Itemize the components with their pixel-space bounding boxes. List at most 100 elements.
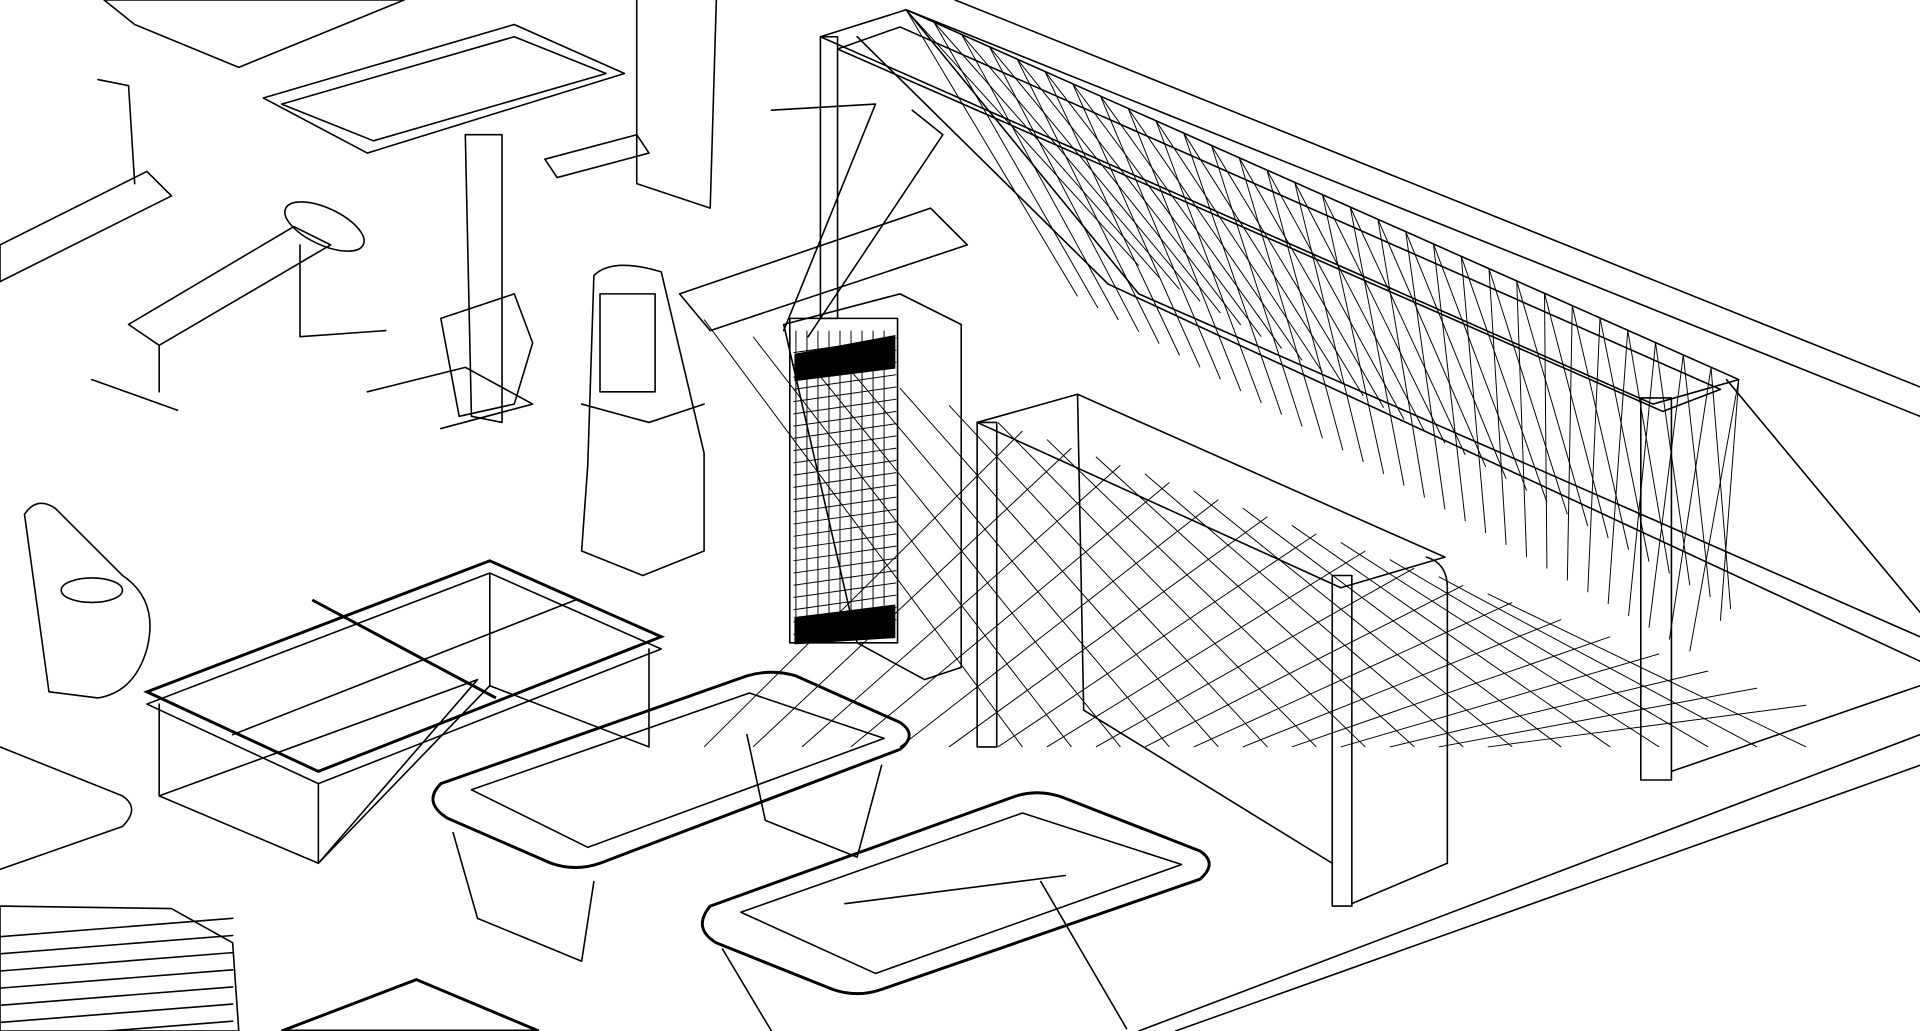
net-line bbox=[1689, 379, 1740, 652]
ball-cart bbox=[23, 502, 151, 699]
net-line bbox=[1389, 670, 1709, 748]
cage-bar bbox=[793, 398, 897, 415]
net-line bbox=[997, 533, 1317, 748]
small-soccer-goal bbox=[703, 319, 1807, 907]
net-line bbox=[1607, 330, 1629, 605]
net-line bbox=[1587, 317, 1601, 593]
net-line bbox=[1127, 108, 1303, 361]
net-line bbox=[1294, 182, 1425, 432]
cage-bar bbox=[793, 594, 897, 611]
net-line bbox=[1322, 194, 1446, 444]
net-line bbox=[1242, 619, 1562, 748]
foosball-rod bbox=[0, 1003, 234, 1024]
net-line bbox=[1046, 439, 1366, 748]
net-line bbox=[1710, 367, 1732, 610]
foosball-rod bbox=[0, 934, 234, 955]
basketball-locker-cage bbox=[782, 293, 963, 681]
exercise-machines bbox=[103, 0, 969, 430]
large-soccer-goal bbox=[819, 8, 1920, 781]
net-line bbox=[933, 21, 1099, 309]
net-line bbox=[905, 9, 1078, 297]
cage-bar bbox=[793, 447, 897, 464]
net-line bbox=[1566, 305, 1573, 581]
net-line bbox=[1291, 524, 1611, 748]
floor-outline bbox=[905, 0, 1920, 1031]
net-line bbox=[1516, 280, 1528, 557]
cage-bar bbox=[793, 508, 897, 525]
net-line bbox=[1655, 342, 1691, 586]
net-line bbox=[1266, 169, 1405, 420]
net-line bbox=[1349, 206, 1466, 456]
net-line bbox=[997, 422, 1317, 748]
pool-table-2 bbox=[700, 791, 1211, 1031]
net-line bbox=[988, 46, 1140, 333]
net-line bbox=[1544, 293, 1609, 539]
net-line bbox=[1266, 169, 1344, 451]
net-line bbox=[1321, 194, 1385, 474]
net-line bbox=[703, 430, 1023, 748]
cage-bar bbox=[793, 557, 897, 574]
cage-bar bbox=[793, 410, 897, 427]
net-line bbox=[948, 404, 1268, 748]
net-line bbox=[1516, 280, 1589, 527]
net-line bbox=[850, 482, 1170, 748]
cage-bar bbox=[793, 472, 897, 488]
net-line bbox=[1340, 542, 1660, 748]
net-line bbox=[1488, 268, 1568, 515]
small-goal-net bbox=[703, 319, 1807, 748]
net-line bbox=[1211, 145, 1364, 397]
net-line bbox=[1183, 132, 1344, 385]
net-line bbox=[1210, 145, 1303, 427]
net-line bbox=[1095, 567, 1415, 748]
net-line bbox=[1072, 83, 1262, 338]
cage-bar bbox=[793, 582, 897, 599]
net-line bbox=[1095, 456, 1415, 748]
net-line bbox=[1627, 330, 1670, 574]
net-line bbox=[1460, 256, 1548, 503]
net-line bbox=[1405, 231, 1507, 479]
net-line bbox=[1571, 305, 1630, 550]
net-line bbox=[752, 336, 1072, 748]
net-line bbox=[1144, 584, 1464, 748]
cage-bar bbox=[793, 435, 897, 452]
net-line bbox=[1668, 367, 1712, 640]
net-line bbox=[1544, 293, 1548, 569]
net-line bbox=[1016, 58, 1160, 344]
net-line bbox=[1682, 354, 1711, 598]
foosball-rod bbox=[0, 986, 234, 1007]
cage-bar bbox=[793, 459, 897, 476]
net-line bbox=[899, 499, 1219, 748]
cage-bar bbox=[793, 423, 897, 439]
net-line bbox=[1291, 636, 1611, 748]
net-line bbox=[1377, 219, 1487, 468]
net-line bbox=[1599, 317, 1650, 562]
foosball-table bbox=[0, 905, 240, 1031]
net-line bbox=[1144, 473, 1464, 748]
net-line bbox=[1155, 120, 1262, 404]
net-line bbox=[1405, 231, 1446, 510]
net-line bbox=[1460, 256, 1487, 534]
foosball-rod bbox=[98, 1020, 234, 1031]
pool-table-1 bbox=[431, 670, 911, 963]
net-line bbox=[1100, 95, 1283, 349]
net-line bbox=[1242, 507, 1562, 748]
large-goal-net bbox=[905, 9, 1740, 652]
net-line bbox=[989, 46, 1201, 302]
net-line bbox=[1389, 559, 1709, 748]
net-line bbox=[1487, 704, 1807, 748]
net-line bbox=[752, 447, 1072, 748]
foosball-rod bbox=[0, 968, 234, 989]
net-line bbox=[1044, 71, 1181, 356]
cage-bar bbox=[793, 545, 897, 562]
net-line bbox=[933, 21, 1160, 278]
net-line bbox=[1044, 71, 1242, 326]
net-line bbox=[1349, 206, 1405, 486]
net-line bbox=[1046, 550, 1366, 748]
net-line bbox=[1438, 576, 1758, 748]
net-line bbox=[1433, 243, 1527, 491]
air-hockey-table bbox=[0, 746, 540, 1031]
net-line bbox=[1628, 342, 1656, 616]
net-line bbox=[1099, 95, 1221, 380]
net-line bbox=[948, 516, 1268, 748]
